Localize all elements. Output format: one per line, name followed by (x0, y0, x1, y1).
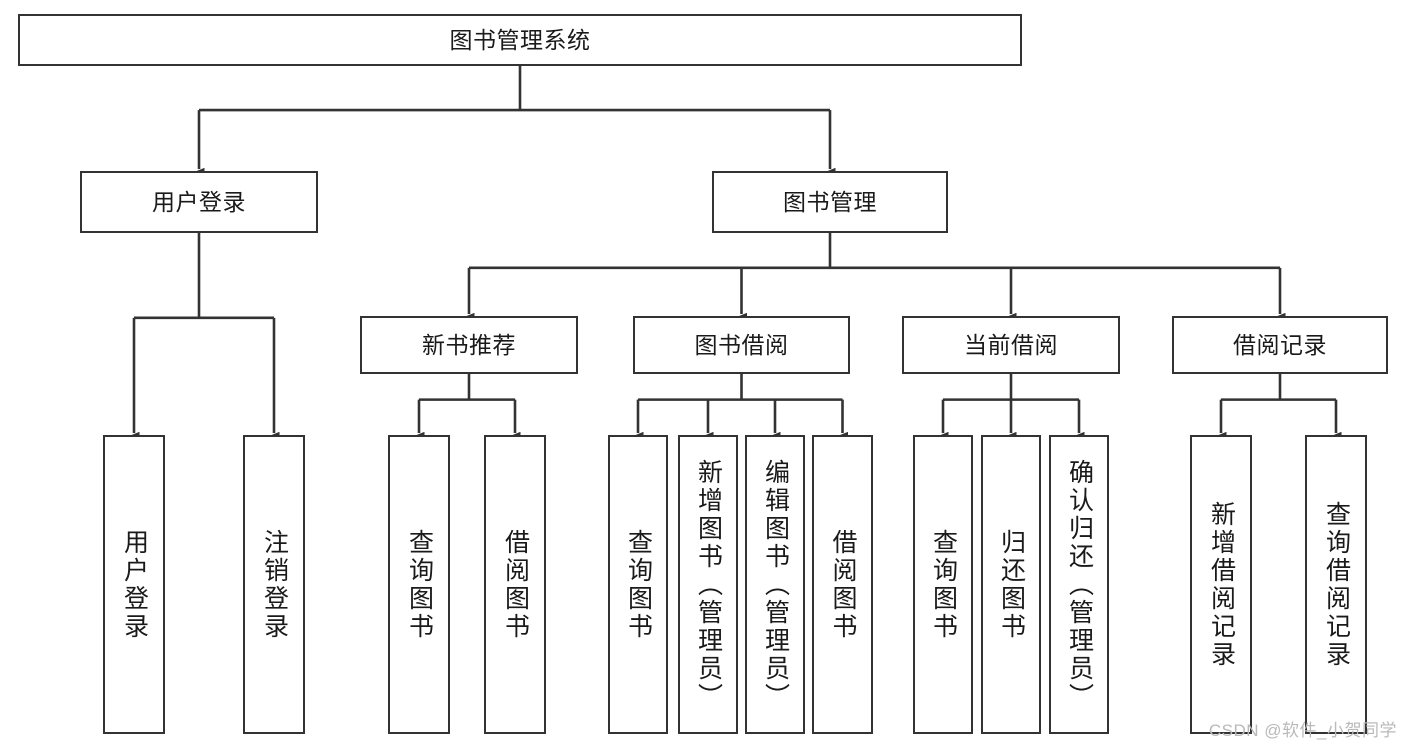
node-borrow[interactable]: 图书借阅 (633, 316, 850, 374)
node-label: 图书借阅 (694, 331, 789, 358)
node-label: 新增借阅记录 (1207, 500, 1236, 669)
node-label: 查询图书 (624, 528, 653, 641)
node-leaf8[interactable]: 借阅图书 (812, 435, 873, 734)
node-leaf10[interactable]: 归还图书 (981, 435, 1041, 734)
node-label: 新书推荐 (422, 331, 516, 358)
node-newbook[interactable]: 新书推荐 (360, 316, 578, 374)
node-label: 借阅图书 (829, 528, 857, 641)
node-label: 查询借阅记录 (1322, 500, 1351, 669)
node-label: 借阅图书 (501, 528, 530, 641)
node-label: 注销登录 (260, 528, 289, 641)
node-label: 归还图书 (997, 528, 1026, 641)
node-leaf9[interactable]: 查询图书 (913, 435, 973, 734)
node-leaf13[interactable]: 查询借阅记录 (1305, 435, 1367, 734)
node-leaf3[interactable]: 查询图书 (388, 435, 450, 734)
node-label: 借阅记录 (1233, 331, 1327, 358)
csdn-watermark: CSDN @软件_小贺同学 (1208, 721, 1397, 740)
node-label: 新增图书（管理员） (694, 458, 723, 711)
node-leaf2[interactable]: 注销登录 (243, 435, 305, 734)
node-leaf5[interactable]: 查询图书 (608, 435, 668, 734)
node-label: 用户登录 (152, 188, 246, 215)
node-leaf1[interactable]: 用户登录 (103, 435, 165, 734)
node-leaf4[interactable]: 借阅图书 (484, 435, 546, 734)
node-leaf11[interactable]: 确认归还（管理员） (1049, 435, 1109, 734)
node-records[interactable]: 借阅记录 (1172, 316, 1388, 374)
node-login[interactable]: 用户登录 (80, 171, 318, 233)
node-label: 图书管理系统 (449, 26, 591, 53)
node-root[interactable]: 图书管理系统 (18, 14, 1022, 66)
node-label: 图书管理 (783, 188, 877, 215)
node-label: 当前借阅 (964, 331, 1058, 358)
node-leaf7[interactable]: 编辑图书（管理员） (745, 435, 805, 734)
node-bookmgr[interactable]: 图书管理 (712, 171, 948, 233)
node-leaf6[interactable]: 新增图书（管理员） (678, 435, 738, 734)
node-label: 编辑图书（管理员） (761, 458, 790, 711)
node-label: 用户登录 (120, 528, 149, 641)
node-leaf12[interactable]: 新增借阅记录 (1190, 435, 1252, 734)
node-current[interactable]: 当前借阅 (902, 316, 1120, 374)
node-label: 查询图书 (405, 528, 434, 641)
node-label: 查询图书 (929, 528, 958, 641)
node-label: 确认归还（管理员） (1065, 458, 1094, 711)
